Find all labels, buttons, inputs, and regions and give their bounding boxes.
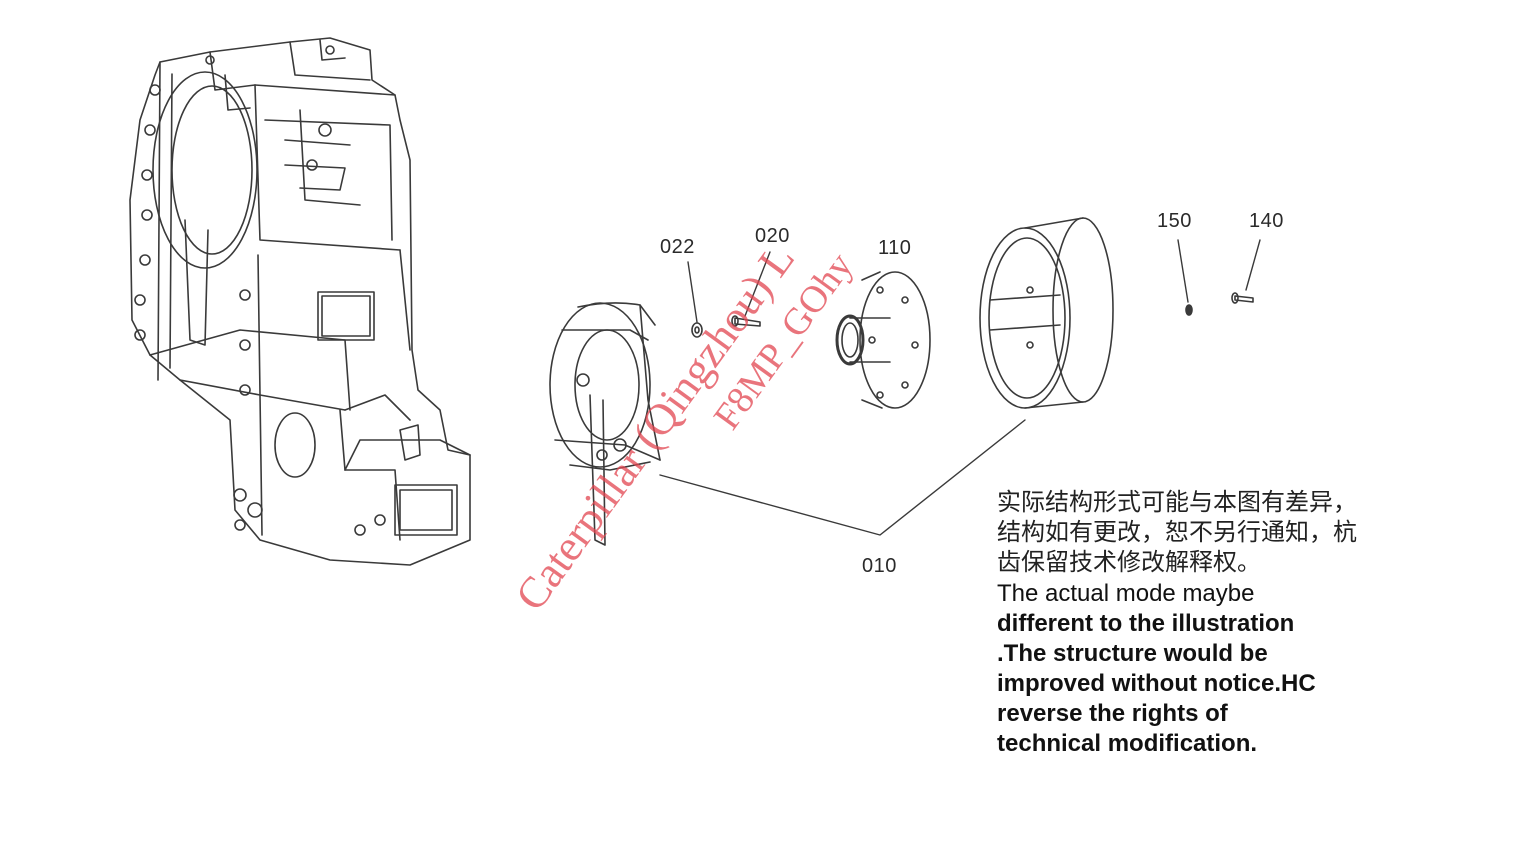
en-line-6: technical modification. bbox=[997, 730, 1258, 757]
en-line-2: different to the illustration bbox=[997, 610, 1295, 637]
callout-110: 110 bbox=[878, 237, 912, 259]
cn-line-3: 齿保留技术修改解释权。 bbox=[997, 548, 1261, 576]
en-line-1: The actual mode maybe bbox=[997, 580, 1255, 607]
disclaimer-chinese: 实际结构形式可能与本图有差异，结构如有更改，恕不另行通知，杭齿保留技术修改解释权… bbox=[997, 487, 1467, 577]
part-022-washer bbox=[691, 322, 703, 338]
en-line-4: improved without notice.HC bbox=[997, 670, 1316, 697]
part-150-pin bbox=[1185, 304, 1193, 316]
part-010-carrier bbox=[549, 302, 661, 546]
disclaimer-note: 实际结构形式可能与本图有差异，结构如有更改，恕不另行通知，杭齿保留技术修改解释权… bbox=[997, 487, 1467, 759]
disclaimer-english: The actual mode maybe different to the il… bbox=[997, 579, 1467, 759]
callout-022: 022 bbox=[660, 236, 695, 258]
callout-140: 140 bbox=[1249, 210, 1284, 232]
housing-bolt-holes bbox=[134, 45, 386, 536]
gearbox-housing bbox=[129, 37, 471, 566]
part-020-bolt bbox=[731, 315, 761, 327]
part-140-screw bbox=[1231, 292, 1254, 304]
callout-020: 020 bbox=[755, 225, 790, 247]
callout-010: 010 bbox=[862, 555, 897, 577]
cn-line-2: 结构如有更改，恕不另行通知，杭 bbox=[997, 518, 1357, 546]
part-110-sleeve bbox=[835, 271, 931, 409]
cn-line-1: 实际结构形式可能与本图有差异， bbox=[997, 488, 1357, 516]
en-line-5: reverse the rights of bbox=[997, 700, 1228, 727]
leader-lines bbox=[659, 239, 1261, 536]
en-line-3: .The structure would be bbox=[997, 640, 1268, 667]
callout-150: 150 bbox=[1157, 210, 1192, 232]
drum-ring bbox=[979, 217, 1114, 409]
